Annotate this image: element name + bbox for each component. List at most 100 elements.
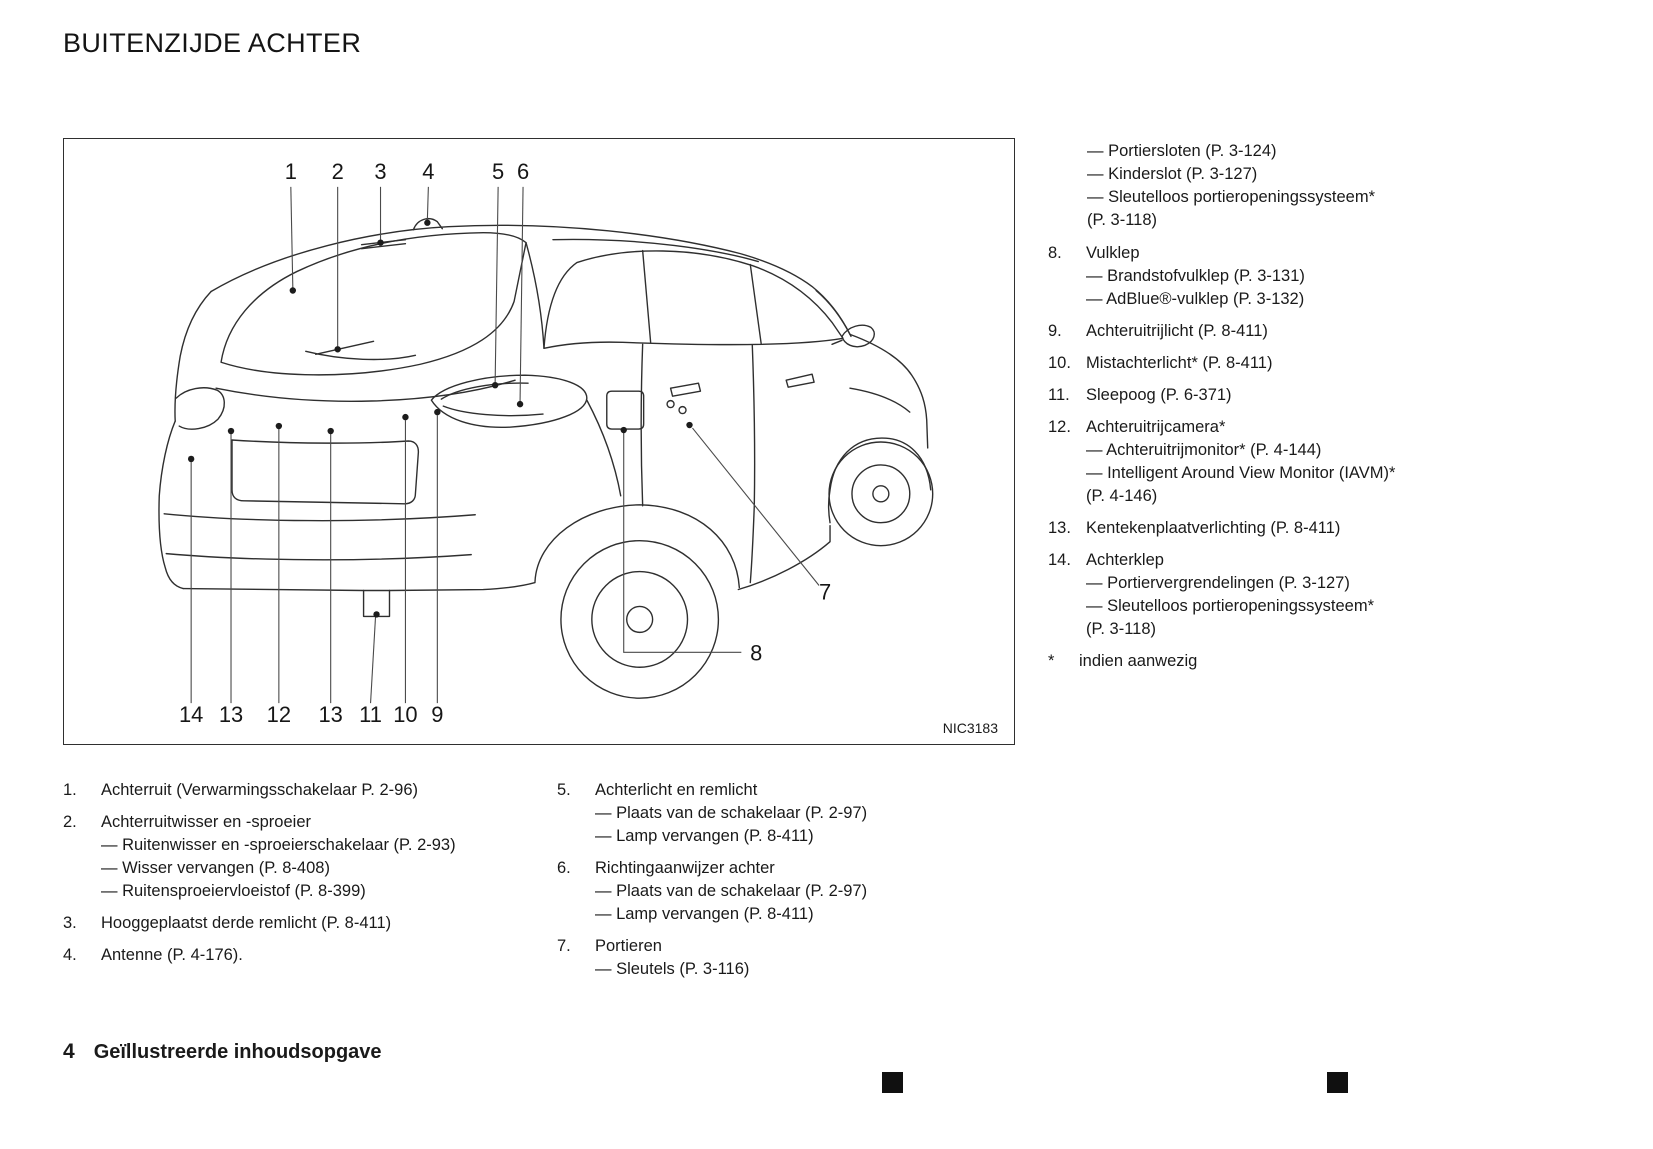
list-item-title: Achteruitrijlicht (P. 8-411) [1086, 322, 1268, 340]
list-sub-line: — Sleutelloos portieropeningssysteem* [1087, 188, 1375, 206]
rear-wheel-tire [560, 539, 720, 699]
list-item-title: Sleepoog (P. 6-371) [1086, 386, 1232, 404]
list-item: 13. Kentekenplaatverlichting (P. 8-411) [1048, 517, 1633, 540]
list-item: 4. Antenne (P. 4-176). [63, 944, 558, 967]
rear-wiper [305, 340, 417, 361]
leader-1 [290, 186, 294, 288]
callout-dots [187, 219, 693, 618]
figure-code: NIC3183 [942, 720, 998, 736]
front-door-handle [785, 373, 815, 388]
list-sub-line: — Plaats van de schakelaar (P. 2-97) [595, 804, 868, 822]
list-item: 3. Hooggeplaatst derde remlicht (P. 8-41… [63, 912, 558, 935]
list-item-title: Achterruit (Verwarmingsschakelaar P. 2-9… [101, 781, 418, 799]
left-rear-light [175, 387, 225, 430]
antenna-fin [412, 218, 444, 231]
list-item-title: Achterklep [1086, 551, 1164, 569]
list-sub-line: — Sleutels (P. 3-116) [595, 960, 750, 978]
list-item-title: Vulklep [1086, 244, 1140, 262]
license-plate-recess [231, 439, 420, 505]
list-item-title: Achterruitwisser en -sproeier [101, 813, 311, 831]
leader-7 [692, 427, 820, 586]
list-item-number: 11. [1048, 386, 1070, 404]
list-sub-line: — Brandstofvulklep (P. 3-131) [1086, 267, 1305, 285]
front-door-seam [749, 344, 756, 584]
rear-bumper-left [158, 420, 184, 590]
list-item-title: Mistachterlicht* (P. 8-411) [1086, 354, 1273, 372]
page-number: 4 [63, 1040, 75, 1063]
callout-label: 3 [374, 159, 386, 184]
list-sub-line: — Achteruitrijmonitor* (P. 4-144) [1086, 441, 1322, 459]
callout-label: 5 [492, 159, 504, 184]
callout-label: 6 [517, 159, 529, 184]
list-item-title: Richtingaanwijzer achter [595, 859, 775, 877]
third-brake-light [360, 238, 407, 250]
callout-label: 9 [431, 702, 443, 727]
callout-label: 8 [750, 640, 762, 665]
list-item: 6. Richtingaanwijzer achter — Plaats van… [557, 857, 997, 926]
list-item: 9. Achteruitrijlicht (P. 8-411) [1048, 320, 1633, 343]
right-column-list: — Portiersloten (P. 3-124) — Kinderslot … [1048, 140, 1633, 673]
rear-wheel-rim [591, 570, 689, 668]
rear-door-seam [640, 343, 644, 507]
front-wheel-tire [828, 441, 934, 547]
footnote: * indien aanwezig [1048, 650, 1633, 673]
list-item-number: 7. [557, 937, 571, 955]
list-sub-line: — Sleutelloos portieropeningssysteem* [1086, 597, 1374, 615]
list-item-title: Kentekenplaatverlichting (P. 8-411) [1086, 519, 1341, 537]
inner-roof-line [552, 238, 759, 263]
list-sub-line: (P. 4-146) [1086, 487, 1158, 505]
tailgate-crease [215, 379, 516, 402]
list-item-number: 8. [1048, 244, 1062, 262]
bottom-left-list: 1. Achterruit (Verwarmingsschakelaar P. … [63, 779, 558, 976]
list-sub-line: — Intelligent Around View Monitor (IAVM)… [1086, 464, 1396, 482]
list-sub-line: (P. 3-118) [1086, 620, 1157, 638]
front-wheel-arch [827, 437, 932, 524]
list-item: 8. Vulklep — Brandstofvulklep (P. 3-131)… [1048, 242, 1633, 311]
list-item-number: 14. [1048, 551, 1071, 569]
rear-wheel-arch [534, 504, 741, 589]
list-sub-line: — Portiersloten (P. 3-124) [1087, 142, 1277, 160]
tow-hook-cover [362, 589, 391, 618]
list-item-title: Hooggeplaatst derde remlicht (P. 8-411) [101, 914, 392, 932]
list-item-number: 3. [63, 914, 77, 932]
list-item: 10. Mistachterlicht* (P. 8-411) [1048, 352, 1633, 375]
bumper-crease-lower [165, 552, 472, 561]
list-sub-line: — Kinderslot (P. 3-127) [1087, 165, 1258, 183]
leader-6 [519, 186, 524, 402]
callout-label: 11 [359, 702, 382, 727]
leader-5 [494, 186, 499, 383]
figure-box: 1 2 3 4 5 6 14 13 12 13 11 10 9 7 8 NIC3… [63, 138, 1015, 745]
bumper-crease-upper [163, 513, 476, 522]
side-glass [543, 250, 844, 350]
print-registration-mark [1327, 1072, 1348, 1093]
list-sub-line: — Ruitenwisser en -sproeierschakelaar (P… [101, 836, 456, 854]
list-item-number: 6. [557, 859, 571, 877]
leader-8 [623, 432, 742, 653]
list-item-title: Antenne (P. 4-176). [101, 946, 243, 964]
bumper-bottom [182, 581, 536, 592]
list-item: 11. Sleepoog (P. 6-371) [1048, 384, 1633, 407]
front-wheel-rim [851, 464, 911, 524]
callout-label: 13 [219, 702, 243, 727]
leader-11 [370, 616, 377, 704]
callout-label: 4 [422, 159, 434, 184]
list-item: 1. Achterruit (Verwarmingsschakelaar P. … [63, 779, 558, 802]
c-pillar [525, 241, 545, 350]
fuel-flap [606, 390, 645, 430]
rear-window [220, 231, 527, 376]
list-sub-line: — Lamp vervangen (P. 8-411) [595, 905, 814, 923]
list-sub-line: — Plaats van de schakelaar (P. 2-97) [595, 882, 868, 900]
quarter-panel-crease [586, 399, 622, 497]
list-item-number: 4. [63, 946, 77, 964]
footnote-text: indien aanwezig [1079, 652, 1198, 670]
front-fender-crease [849, 387, 911, 413]
list-item-number: 9. [1048, 322, 1062, 340]
list-sub-line: — Portiervergrendelingen (P. 3-127) [1086, 574, 1350, 592]
rear-light-detail [440, 382, 544, 417]
callout-label: 14 [179, 702, 203, 727]
callout-label: 10 [393, 702, 417, 727]
list-item-number: 1. [63, 781, 77, 799]
list-sub-line: — Ruitensproeiervloeistof (P. 8-399) [101, 882, 366, 900]
list-item-title: Achterlicht en remlicht [595, 781, 758, 799]
item-7-continuation: — Portiersloten (P. 3-124) — Kinderslot … [1048, 140, 1633, 232]
